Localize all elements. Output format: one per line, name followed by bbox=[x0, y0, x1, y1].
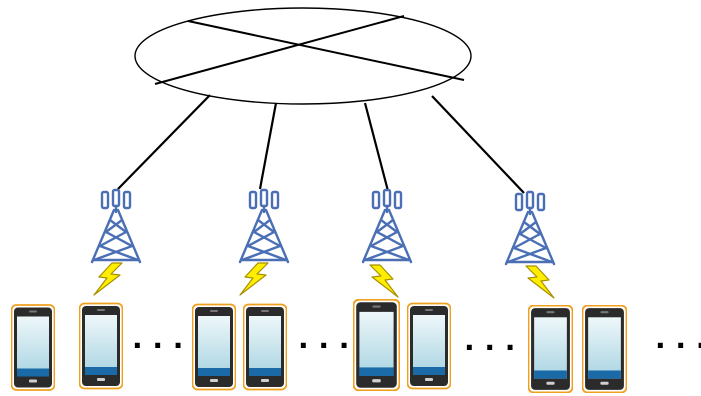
ellipse-network-icon bbox=[134, 7, 472, 105]
backhaul-link bbox=[363, 102, 390, 192]
wireless-links bbox=[93, 262, 555, 299]
ellipsis: · · · bbox=[298, 329, 349, 362]
ellipse-cross-line bbox=[187, 20, 465, 81]
backhaul-links bbox=[117, 94, 525, 194]
ellipsis: · · · bbox=[464, 331, 515, 364]
smartphone-icon bbox=[243, 303, 287, 391]
ellipsis: · · · bbox=[132, 329, 183, 362]
base-stations bbox=[90, 188, 556, 266]
smartphone-icon bbox=[582, 305, 627, 393]
smartphone-icon bbox=[528, 305, 573, 393]
ellipsis-separators: · · · · · · · · · · · · bbox=[132, 329, 701, 364]
smartphone-icon bbox=[11, 304, 55, 391]
smartphone-icon bbox=[79, 302, 123, 390]
backhaul-link bbox=[117, 94, 211, 190]
core-network bbox=[134, 7, 472, 105]
antenna-tower-icon bbox=[504, 190, 556, 266]
smartphone-icon bbox=[407, 302, 451, 390]
antenna-tower-icon bbox=[361, 188, 413, 264]
lightning-bolt-icon bbox=[239, 262, 269, 296]
lightning-bolt-icon bbox=[525, 265, 555, 299]
lightning-bolt-icon bbox=[369, 264, 399, 298]
antenna-tower-icon bbox=[90, 188, 142, 264]
smartphone-icon bbox=[353, 299, 400, 391]
backhaul-link bbox=[431, 95, 525, 194]
smartphone-icon bbox=[192, 303, 236, 391]
ellipse-cross-line bbox=[154, 15, 405, 85]
ellipsis: · · · bbox=[655, 329, 701, 362]
backhaul-link bbox=[258, 102, 278, 190]
antenna-tower-icon bbox=[238, 188, 290, 264]
lightning-bolt-icon bbox=[93, 262, 123, 296]
